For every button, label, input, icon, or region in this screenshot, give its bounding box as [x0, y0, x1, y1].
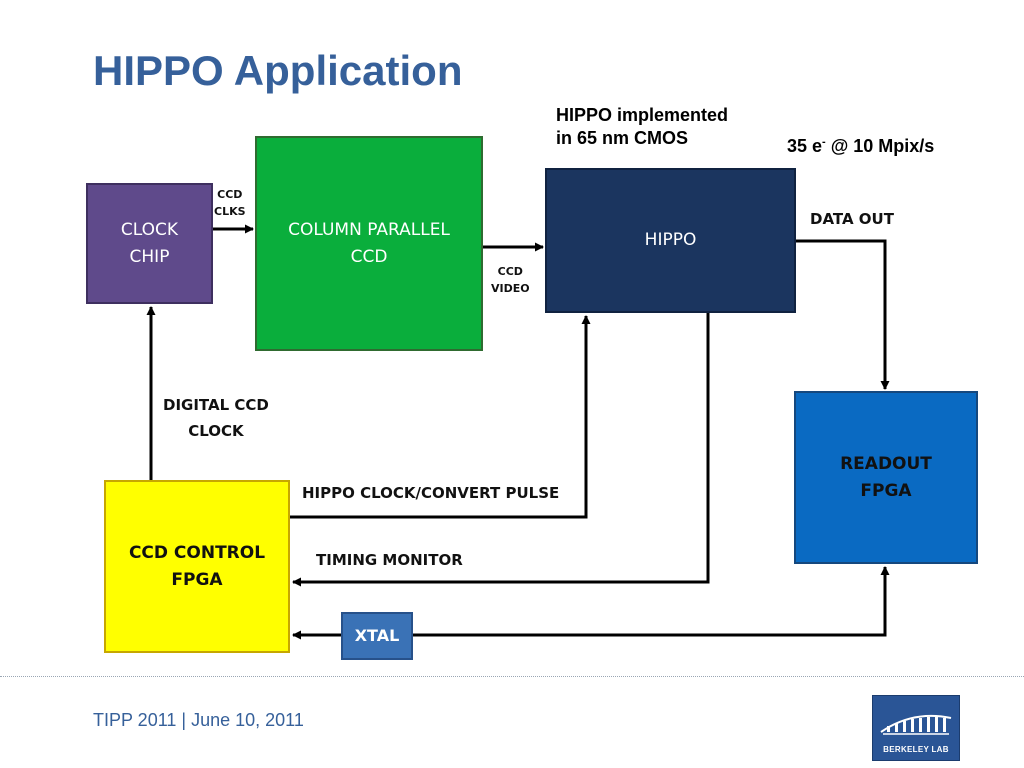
berkeley-lab-logo: BERKELEY LAB — [872, 695, 960, 761]
ccd-control-label: CCD CONTROL FPGA — [128, 543, 266, 590]
clock-chip-block: CLOCK CHIP — [86, 183, 213, 304]
data-out-label: DATA OUT — [810, 210, 894, 228]
hippo-label: HIPPO — [644, 230, 697, 251]
slide-title: HIPPO Application — [93, 47, 463, 94]
lab-building-icon — [880, 714, 952, 735]
footer-text: TIPP 2011 | June 10, 2011 — [93, 710, 304, 730]
readout-label: READOUT FPGA — [840, 454, 932, 501]
hippo-block: HIPPO — [545, 168, 796, 313]
ccd-clks-label: CCD CLKS — [214, 188, 246, 219]
ccd-control-fpga-block: CCD CONTROL FPGA — [104, 480, 290, 653]
wire-xtal-to-readout — [413, 566, 890, 637]
timing-monitor-label: TIMING MONITOR — [316, 551, 463, 569]
xtal-label: XTAL — [354, 625, 400, 645]
hippo-implementation-note: HIPPO implemented in 65 nm CMOS — [556, 105, 729, 148]
wire-hippo-clock — [290, 315, 591, 519]
wire-data-out — [796, 239, 890, 390]
noise-rate-value: 35 e — [787, 136, 823, 156]
logo-text: BERKELEY LAB — [883, 745, 949, 754]
ccd-video-label: CCD VIDEO — [491, 265, 530, 296]
readout-fpga-block: READOUT FPGA — [794, 391, 978, 564]
ccd-label: COLUMN PARALLEL CCD — [288, 220, 450, 267]
footer-divider — [0, 676, 1024, 677]
digital-ccd-clock-label: DIGITAL CCD CLOCK — [163, 396, 269, 440]
wire-timing-monitor — [292, 313, 710, 587]
column-parallel-ccd-block: COLUMN PARALLEL CCD — [255, 136, 483, 351]
noise-rate-superscript: - — [822, 136, 826, 148]
xtal-block: XTAL — [341, 612, 413, 660]
noise-rate-suffix: @ 10 Mpix/s — [825, 136, 935, 156]
noise-rate-note: 35 e- @ 10 Mpix/s — [787, 135, 934, 158]
clock-chip-label: CLOCK CHIP — [120, 220, 179, 267]
hippo-clock-convert-pulse-label: HIPPO CLOCK/CONVERT PULSE — [302, 484, 560, 502]
